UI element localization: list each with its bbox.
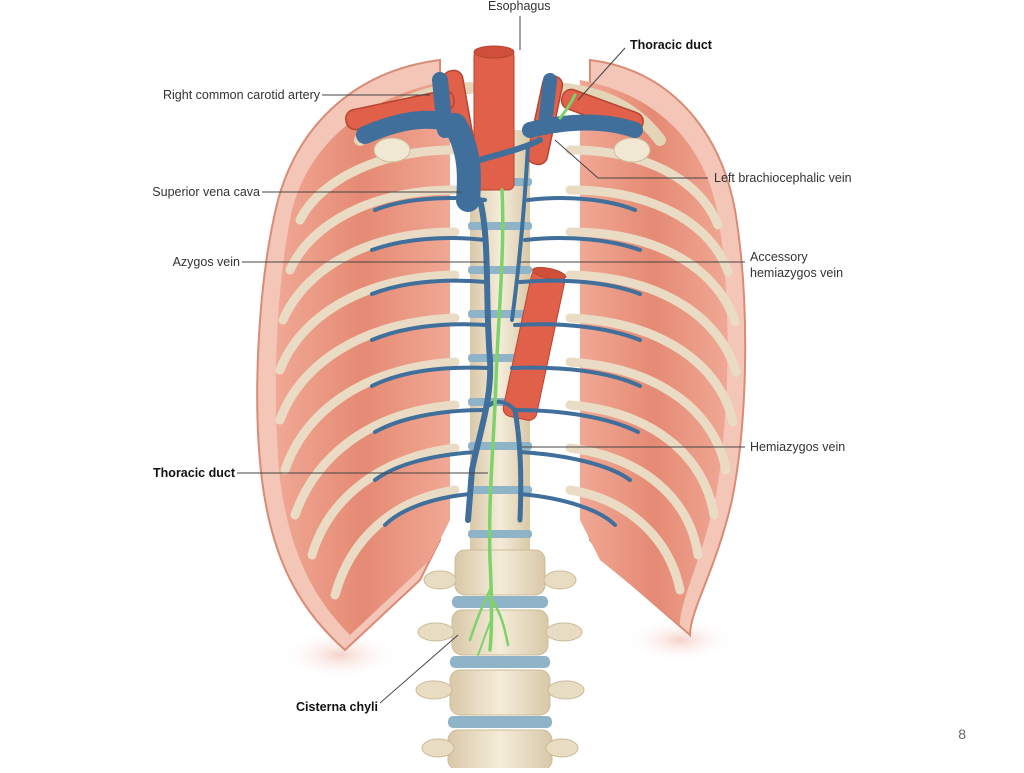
page-number: 8 [958,726,966,742]
label-accessory-hemiazygos-line1: Accessory [750,250,808,264]
label-cisterna-chyli: Cisterna chyli [296,700,378,714]
leader-lines [237,16,745,704]
label-left-brachiocephalic-vein: Left brachiocephalic vein [714,171,852,185]
thoracic-duct-vessel [468,93,577,656]
label-esophagus: Esophagus [488,0,551,13]
label-right-common-carotid-artery: Right common carotid artery [162,88,320,102]
label-azygos-vein: Azygos vein [172,255,240,269]
intercostal-veins [370,196,642,527]
label-accessory-hemiazygos-line2: hemiazygos vein [750,266,844,280]
label-superior-vena-cava: Superior vena cava [152,185,260,199]
label-hemiazygos-vein: Hemiazygos vein [750,440,846,454]
ribs-left [565,145,741,595]
label-thoracic-duct-top: Thoracic duct [630,38,712,52]
label-thoracic-duct-left: Thoracic duct [153,466,235,480]
